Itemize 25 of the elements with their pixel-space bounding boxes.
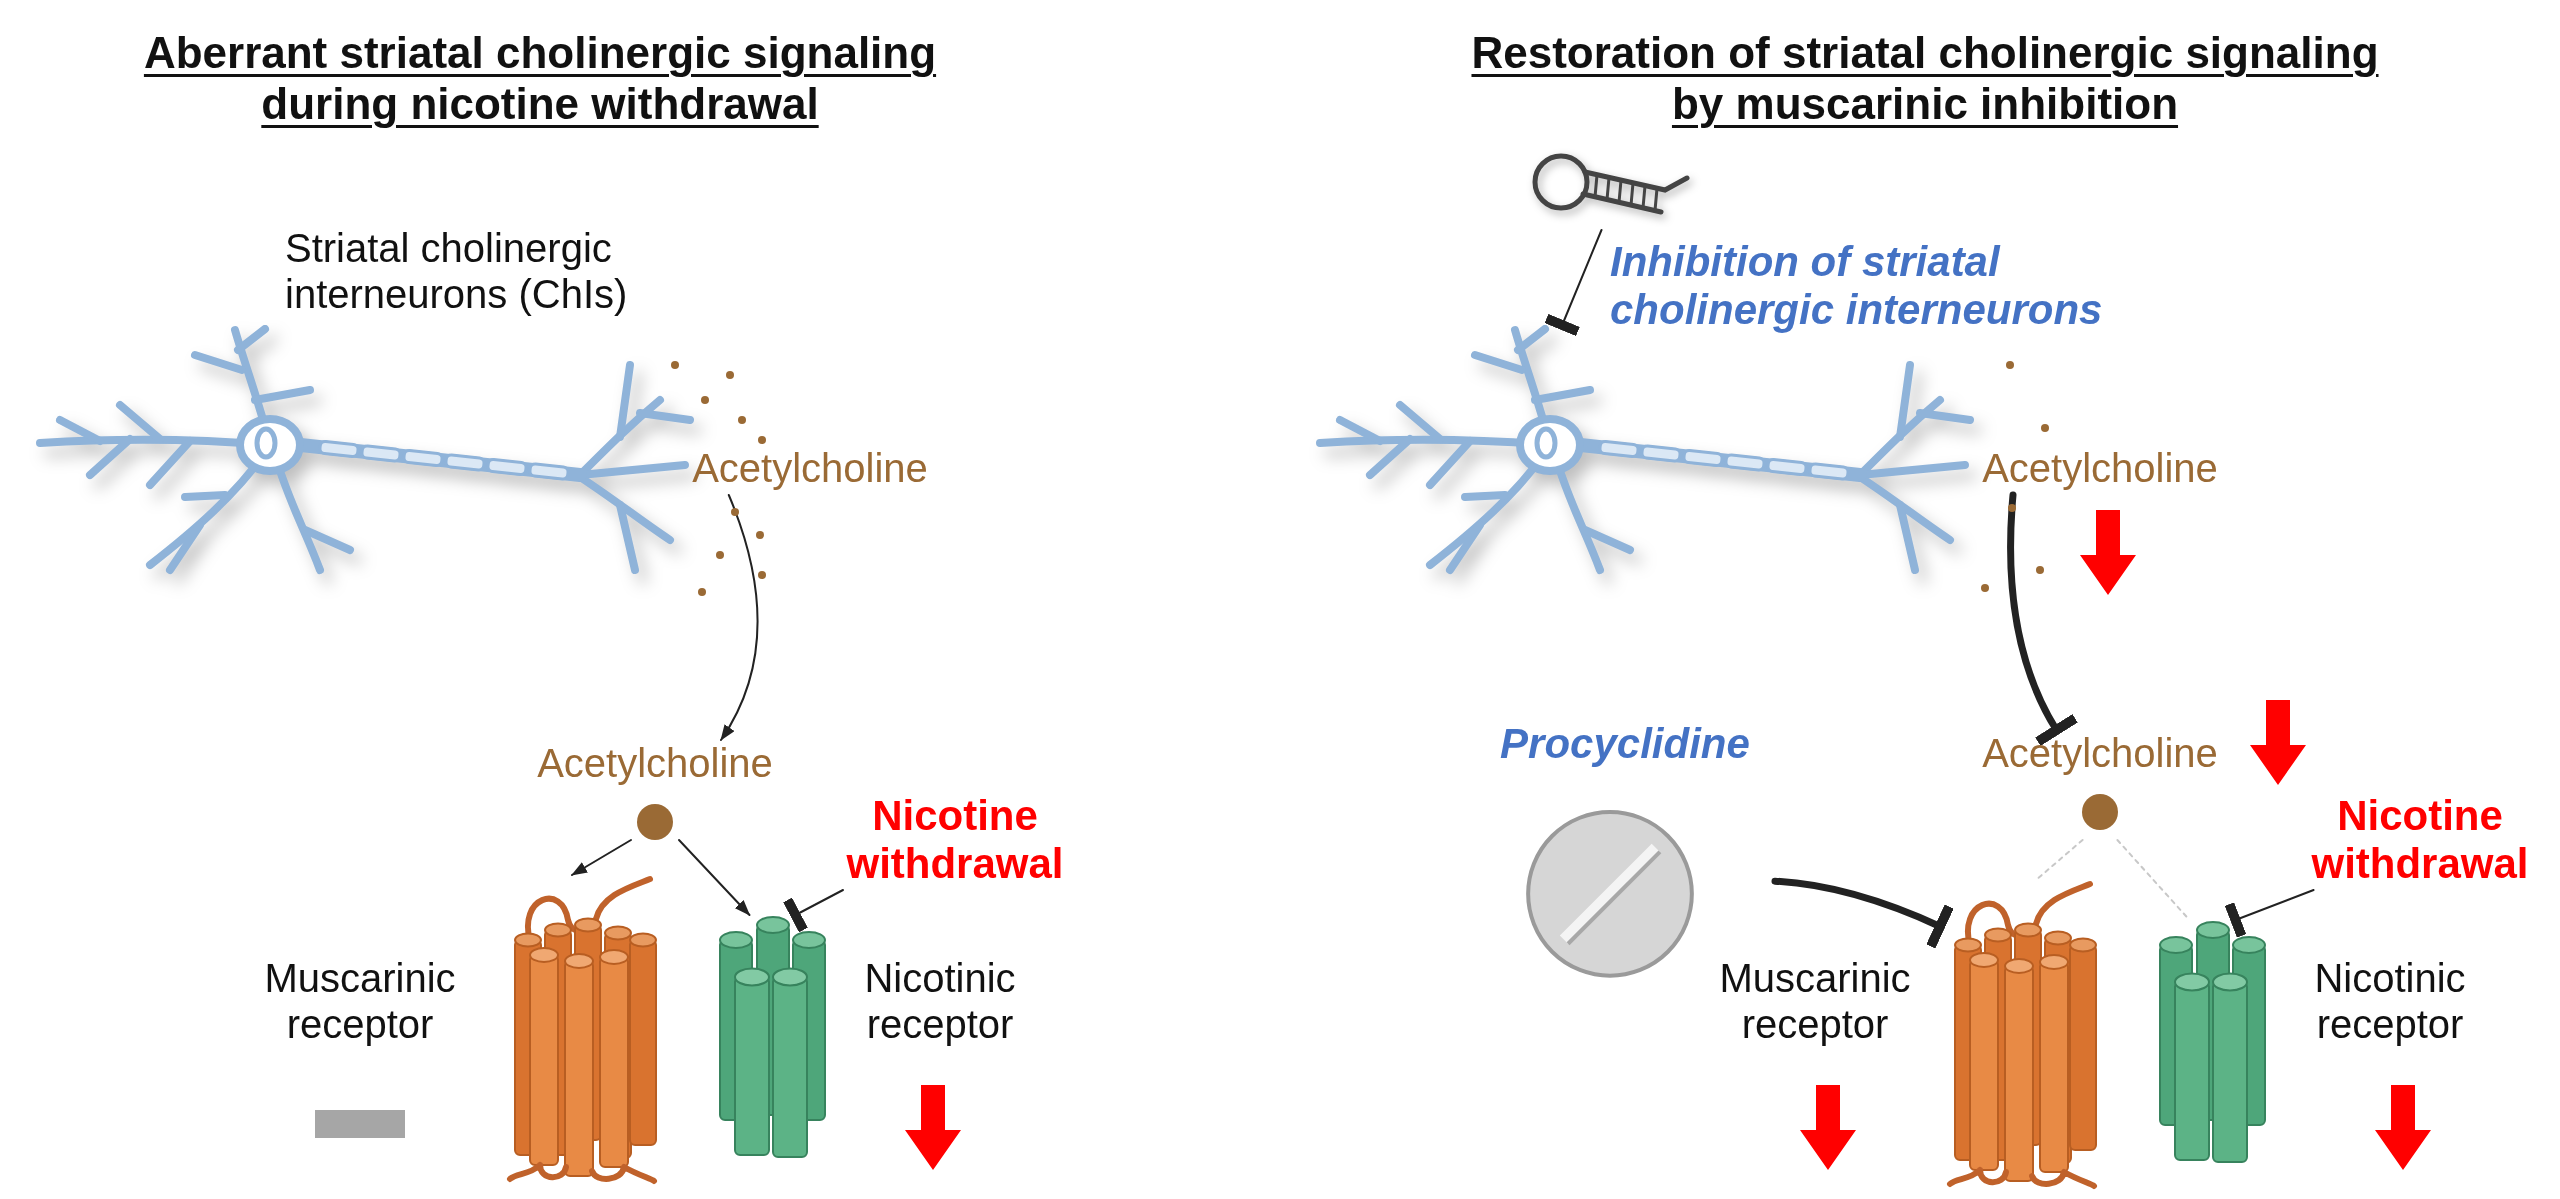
cell-type-label: Striatal cholinergic interneurons (ChIs) xyxy=(285,225,629,317)
condition-label: Nicotine withdrawal xyxy=(815,790,1095,890)
inhibition-line xyxy=(783,889,844,933)
molecule-label: Acetylcholine xyxy=(665,440,955,495)
inhibition-line xyxy=(2224,889,2315,938)
connector-line xyxy=(2035,839,2084,881)
arrow xyxy=(571,839,632,876)
condition-label: Nicotine withdrawal xyxy=(2280,790,2560,890)
inhibition-line xyxy=(1544,229,1603,337)
no-change-bar xyxy=(315,1110,405,1138)
receptor-label: Muscarinic receptor xyxy=(1718,955,1912,1047)
arrow xyxy=(720,494,759,741)
molecule-label: Acetylcholine xyxy=(537,740,773,786)
arrow xyxy=(678,839,751,916)
drug-label: Procyclidine xyxy=(1500,720,1750,769)
inhibition-line xyxy=(2007,491,2079,746)
receptor-label: Nicotinic receptor xyxy=(863,955,1017,1047)
molecule-label: Acetylcholine xyxy=(1955,440,2245,495)
intervention-label: Inhibition of striatal cholinergic interneurons xyxy=(1610,238,2104,335)
receptor-label: Nicotinic receptor xyxy=(2313,955,2467,1047)
molecule-label: Acetylcholine xyxy=(1982,730,2218,776)
panel-title: Aberrant striatal cholinergic signaling during nicotine withdrawal xyxy=(142,28,938,130)
panel-title: Restoration of striatal cholinergic signaling by muscarinic inhibition xyxy=(1470,28,2380,130)
receptor-label: Muscarinic receptor xyxy=(263,955,457,1047)
inhibition-line xyxy=(1771,877,1954,949)
